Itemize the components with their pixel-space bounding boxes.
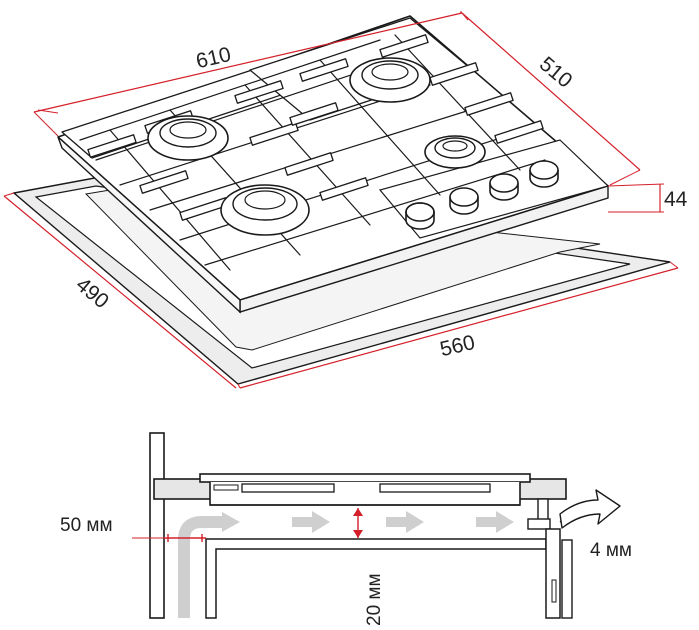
hob-perspective-view: 610 510 44 490 560 [3,11,688,389]
dimension-lines [3,11,679,389]
installation-section-view: 50 мм 20 мм 4 мм [60,432,632,626]
dim-height-label: 44 [664,188,688,211]
airflow-arrow-icon [476,511,514,533]
knob-icon [489,173,519,201]
dim-cutout-width-label: 560 [438,331,477,361]
dim-depth-label: 510 [535,52,577,92]
hob-top [199,473,531,483]
knob-icon [449,187,479,215]
burner-icon [220,184,310,236]
airflow-arrow-icon [559,489,621,529]
burner-icon [147,115,229,161]
airflow-arrow-icon [292,511,330,533]
cabinet-side-panel [545,528,561,619]
airflow-arrow-icon [178,512,240,618]
burner-icon [349,57,431,103]
airflow-arrow-icon [386,511,424,533]
wall [149,432,165,619]
gap-side-label: 50 мм [60,515,113,536]
dim-width-label: 610 [194,43,233,73]
burners [147,57,486,236]
knob-icon [529,160,559,188]
gap-below-label: 20 мм [364,573,385,626]
knob-icon [405,202,435,230]
burner-icon [424,135,486,169]
control-knobs [405,160,559,230]
dim-cutout-depth-label: 490 [71,273,113,313]
gap-back-label: 4 мм [590,540,632,561]
